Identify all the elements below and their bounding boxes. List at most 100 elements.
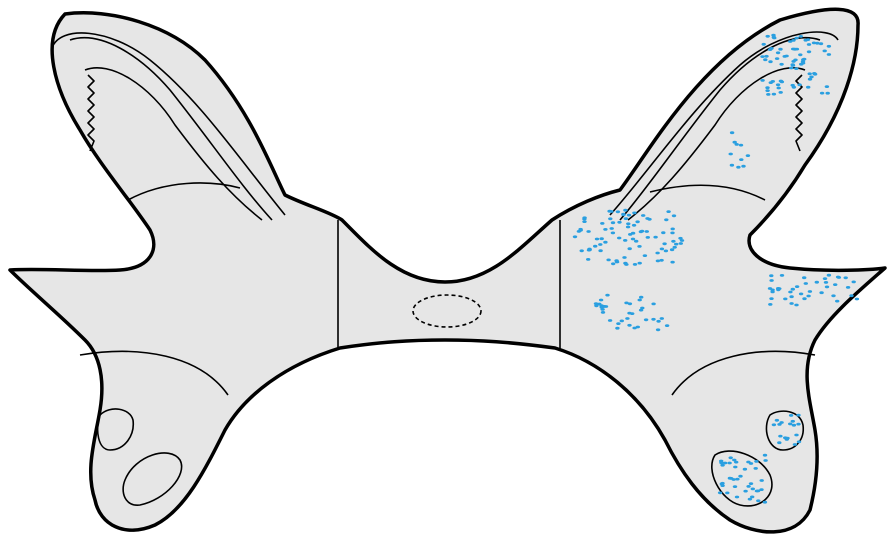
stipple-dot: [656, 328, 660, 331]
stipple-dot: [573, 235, 577, 238]
stipple-dot: [789, 295, 793, 298]
stipple-dot: [809, 76, 813, 79]
stipple-dot: [776, 51, 780, 54]
stipple-dot: [733, 485, 737, 488]
stipple-dot: [599, 299, 603, 302]
stipple-dot: [802, 58, 806, 61]
stipple-dot: [739, 158, 743, 161]
stipple-dot: [646, 236, 650, 239]
stipple-dot: [664, 218, 668, 221]
stipple-dot: [670, 261, 674, 264]
stipple-dot: [631, 238, 635, 241]
stipple-dot: [771, 34, 775, 37]
stipple-dot: [598, 249, 602, 252]
stipple-dot: [783, 55, 787, 58]
stipple-dot: [670, 248, 674, 251]
stipple-dot: [794, 304, 798, 307]
stipple-dot: [644, 318, 648, 321]
stipple-dot: [739, 144, 743, 147]
stipple-dot: [620, 320, 624, 323]
stipple-dot: [852, 281, 856, 284]
stipple-dot: [775, 419, 779, 422]
stipple-dot: [746, 485, 750, 488]
stipple-dot: [827, 45, 831, 48]
stipple-dot: [799, 35, 803, 38]
stipple-dot: [825, 286, 829, 289]
stipple-dot: [655, 252, 659, 255]
stipple-dot: [777, 423, 781, 426]
stipple-dot: [789, 67, 793, 70]
stipple-dot: [763, 454, 767, 457]
stipple-dot: [749, 482, 753, 485]
cross-section-outline: [10, 9, 885, 532]
stipple-dot: [735, 496, 739, 499]
stipple-dot: [769, 274, 773, 277]
stipple-dot: [792, 86, 796, 89]
stipple-dot: [789, 414, 793, 417]
stipple-dot: [823, 277, 827, 280]
stipple-dot: [765, 86, 769, 89]
stipple-dot: [664, 250, 668, 253]
stipple-dot: [632, 212, 636, 215]
stipple-dot: [846, 286, 850, 289]
stipple-dot: [804, 282, 808, 285]
stipple-dot: [746, 154, 750, 157]
stipple-dot: [634, 240, 638, 243]
stipple-dot: [824, 281, 828, 284]
stipple-dot: [826, 92, 830, 95]
stipple-dot: [645, 230, 649, 233]
stipple-dot: [770, 291, 774, 294]
stipple-dot: [777, 87, 781, 90]
stipple-dot: [635, 220, 639, 223]
stipple-dot: [788, 40, 792, 43]
stipple-dot: [597, 303, 601, 306]
stipple-dot: [621, 213, 625, 216]
stipple-dot: [746, 461, 750, 464]
stipple-dot: [587, 248, 591, 251]
stipple-dot: [799, 293, 803, 296]
stipple-dot: [659, 259, 663, 262]
stipple-dot: [626, 226, 630, 229]
stipple-dot: [647, 218, 651, 221]
stipple-dot: [823, 50, 827, 53]
stipple-dot: [593, 245, 597, 248]
stipple-dot: [672, 214, 676, 217]
stipple-dot: [728, 477, 732, 480]
stipple-dot: [733, 466, 737, 469]
stipple-dot: [760, 79, 764, 82]
stipple-dot: [792, 424, 796, 427]
stipple-dot: [827, 53, 831, 56]
stipple-dot: [769, 297, 773, 300]
stipple-dot: [670, 232, 674, 235]
stipple-dot: [600, 308, 604, 311]
stipple-dot: [616, 322, 620, 325]
stipple-dot: [765, 89, 769, 92]
stipple-dot: [616, 210, 620, 213]
stipple-dot: [769, 47, 773, 50]
stipple-dot: [766, 93, 770, 96]
stipple-dot: [661, 231, 665, 234]
stipple-dot: [815, 281, 819, 284]
stipple-dot: [600, 222, 604, 225]
stipple-dot: [736, 166, 740, 169]
stipple-dot: [729, 456, 733, 459]
stipple-dot: [725, 492, 729, 495]
stipple-dot: [796, 423, 800, 426]
stipple-dot: [807, 50, 811, 53]
stipple-dot: [643, 254, 647, 257]
stipple-dot: [855, 298, 859, 301]
stipple-dot: [748, 498, 752, 501]
stipple-dot: [611, 232, 615, 235]
stipple-dot: [608, 319, 612, 322]
stipple-dot: [660, 317, 664, 320]
stipple-dot: [844, 276, 848, 279]
stipple-dot: [603, 228, 607, 231]
stipple-dot: [766, 35, 770, 38]
stipple-dot: [779, 80, 783, 83]
stipple-dot: [794, 434, 798, 437]
stipple-dot: [627, 312, 631, 315]
stipple-dot: [678, 237, 682, 240]
stipple-dot: [743, 468, 747, 471]
stipple-dot: [780, 274, 784, 277]
stipple-dot: [772, 423, 776, 426]
